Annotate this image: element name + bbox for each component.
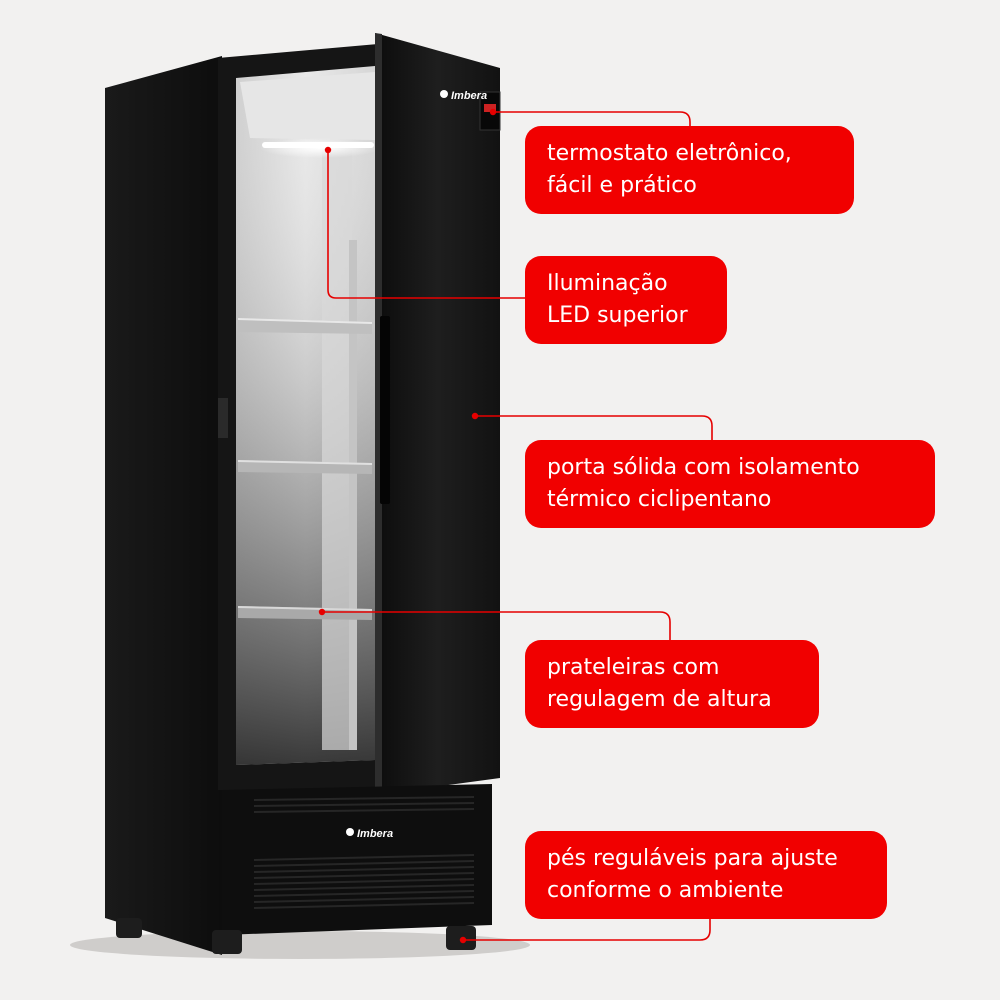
- callout-line: prateleiras com: [547, 655, 720, 680]
- callout-line: Iluminação: [547, 271, 668, 296]
- callout-line: pés reguláveis para ajuste: [547, 846, 838, 871]
- door-edge: [375, 33, 382, 795]
- callout-line: conforme o ambiente: [547, 878, 784, 903]
- door-logo: Imbera: [440, 90, 487, 102]
- foot-left: [116, 918, 142, 938]
- door-handle[interactable]: [380, 316, 390, 504]
- callout-adjustable-feet: pés reguláveis para ajuste conforme o am…: [525, 831, 887, 919]
- interior-back-wall: [322, 150, 352, 750]
- leader-lines: [322, 111, 713, 941]
- base-logo: Imbera: [346, 828, 393, 840]
- shelf-3: [238, 606, 372, 620]
- thermostat-indicator: [484, 104, 496, 112]
- solid-door: [375, 33, 500, 795]
- callout-line: regulagem de altura: [547, 687, 772, 712]
- shelf-1: [238, 318, 372, 334]
- top-canopy: [240, 72, 375, 140]
- shelf-rail: [349, 240, 357, 750]
- callout-line: porta sólida com isolamento: [547, 455, 860, 480]
- callout-thermostat: termostato eletrônico, fácil e prático: [525, 126, 854, 214]
- svg-text:Imbera: Imbera: [451, 90, 487, 102]
- svg-text:Imbera: Imbera: [357, 828, 393, 840]
- callout-adjustable-shelves: prateleiras com regulagem de altura: [525, 640, 819, 728]
- cabinet-side-panel: [105, 56, 222, 955]
- callout-led-lighting: Iluminação LED superior: [525, 256, 727, 344]
- logo-mark-icon: [440, 90, 448, 98]
- callout-line: termostato eletrônico,: [547, 141, 792, 166]
- shelf-2: [238, 460, 372, 474]
- callout-line: LED superior: [547, 303, 688, 328]
- hinge-bracket: [218, 398, 228, 438]
- base-vent-grille: [253, 796, 475, 909]
- callout-line: térmico ciclipentano: [547, 487, 772, 512]
- foot-front-left: [212, 930, 242, 954]
- callout-solid-door: porta sólida com isolamento térmico cicl…: [525, 440, 935, 528]
- led-bar: [262, 142, 374, 148]
- callout-line: fácil e prático: [547, 173, 697, 198]
- logo-mark-icon: [346, 828, 354, 836]
- leader-dots: [318, 108, 497, 944]
